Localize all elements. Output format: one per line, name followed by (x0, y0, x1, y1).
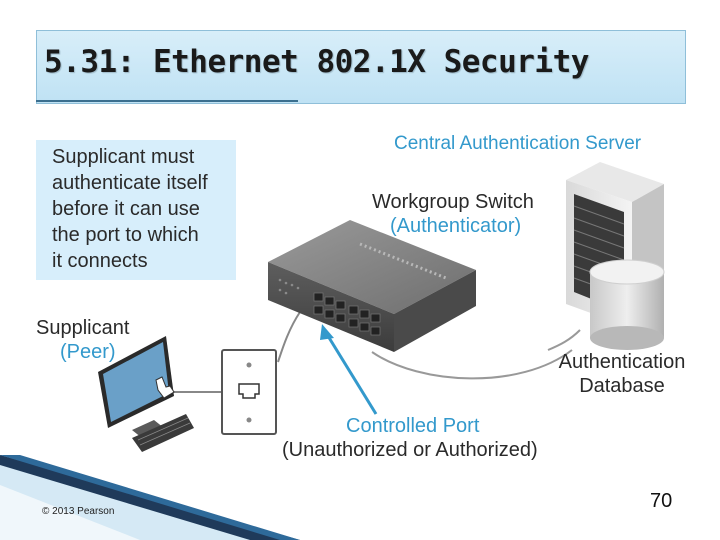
cable-switch-to-jack (277, 311, 301, 363)
footer-swoosh (0, 455, 300, 540)
wall-jack-icon (221, 349, 277, 435)
callout-line: Supplicant must (52, 146, 195, 168)
supplicant-role-label: (Peer) (60, 341, 116, 363)
copyright-text: © 2013 Pearson (42, 506, 115, 517)
database-label-line2: Database (579, 375, 665, 397)
page-number: 70 (650, 490, 673, 512)
cable-db (547, 329, 581, 351)
switch-role-label: (Authenticator) (390, 215, 522, 237)
callout-text: Supplicant must authenticate itself befo… (52, 144, 234, 274)
controlled-port-arrow (320, 324, 378, 415)
callout-line: it connects (52, 250, 148, 272)
switch-label: Workgroup Switch (372, 191, 534, 213)
database-label-line1: Authentication (558, 351, 686, 373)
supplicant-computer-icon (98, 336, 194, 452)
port-state-label: (Unauthorized or Authorized) (282, 439, 538, 461)
cable-switch-to-server (371, 349, 573, 380)
title-bar (36, 30, 686, 104)
slide-title: 5.31: Ethernet 802.1X Security (44, 44, 589, 80)
callout-line: before it can use (52, 198, 200, 220)
callout-line: authenticate itself (52, 172, 208, 194)
callout-line: the port to which (52, 224, 199, 246)
authentication-database-icon (589, 259, 665, 350)
port-label: Controlled Port (346, 415, 480, 437)
callout-box (36, 140, 236, 280)
server-label: Central Authentication Server (394, 133, 642, 154)
workgroup-switch-icon (268, 220, 476, 352)
title-underline (36, 100, 298, 102)
supplicant-label: Supplicant (36, 317, 130, 339)
